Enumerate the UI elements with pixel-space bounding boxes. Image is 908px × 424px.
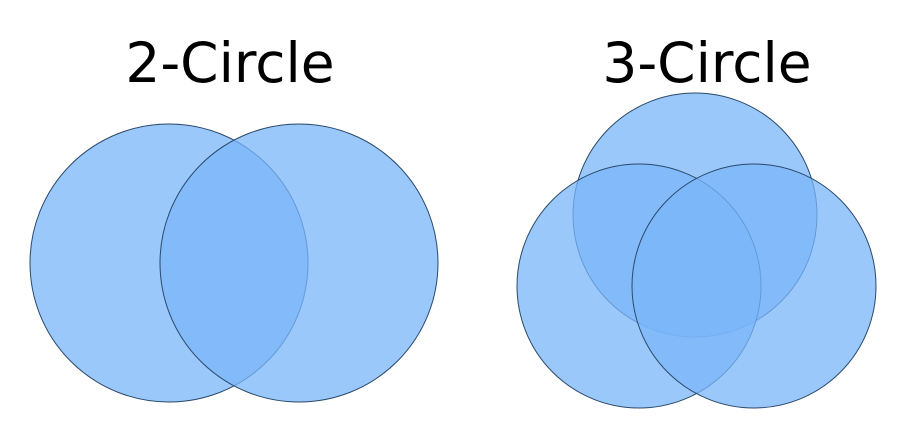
venn-3-circle-title: 3-Circle bbox=[602, 31, 812, 95]
venn-2-circle-diagram bbox=[29, 123, 439, 403]
venn-2-circle-2 bbox=[159, 123, 439, 403]
venn-2-circle-title: 2-Circle bbox=[125, 31, 335, 95]
venn-3-circle-diagram bbox=[516, 92, 877, 409]
venn-3-circle-3 bbox=[631, 163, 877, 409]
